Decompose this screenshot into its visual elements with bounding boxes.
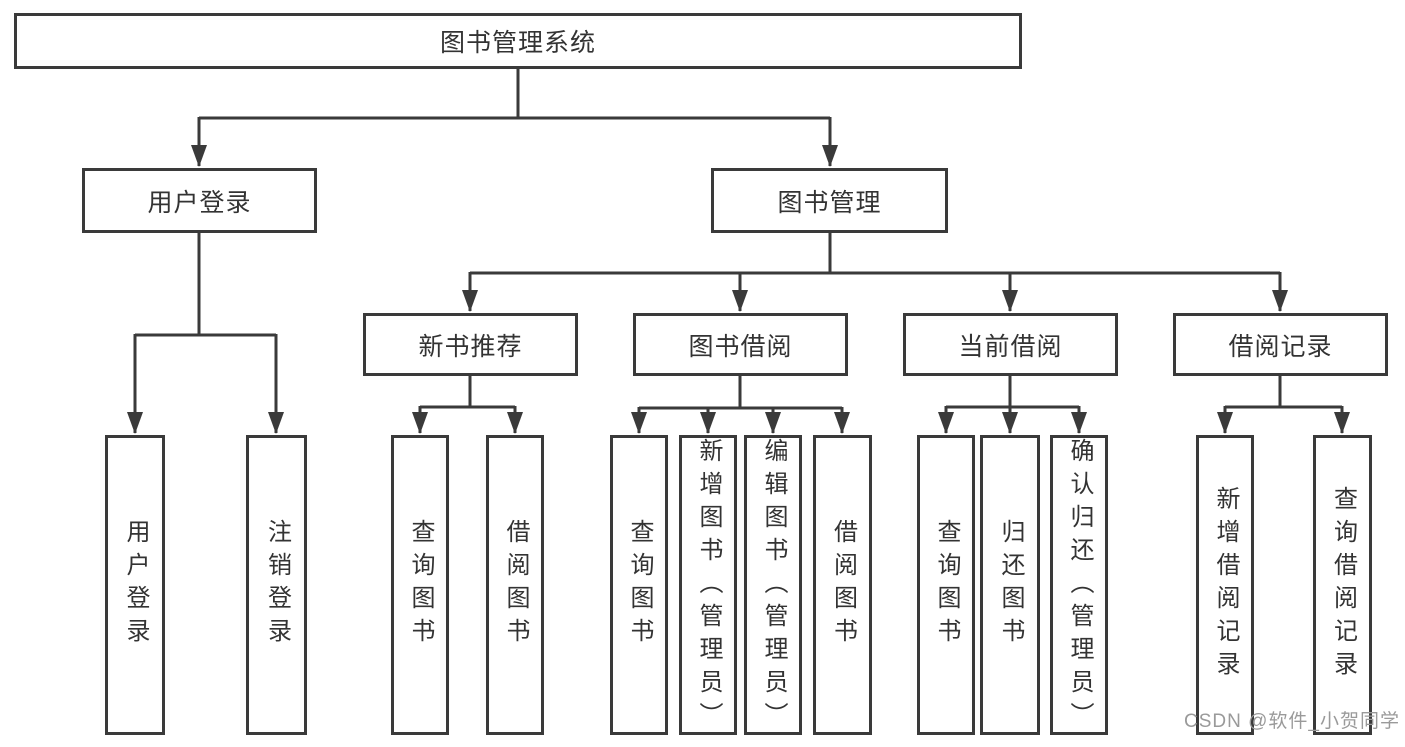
leaf-logout: 注销登录 (246, 435, 307, 735)
node-borrowing-records: 借阅记录 (1173, 313, 1388, 376)
leaf-query-books-recommend: 查询图书 (391, 435, 449, 735)
node-book-borrowing: 图书借阅 (633, 313, 848, 376)
leaf-user-login: 用户登录 (105, 435, 165, 735)
leaf-query-books-borrow: 查询图书 (610, 435, 668, 735)
leaf-add-borrow-record: 新增借阅记录 (1196, 435, 1254, 735)
leaf-add-book-admin: 新增图书（管理员） (679, 435, 737, 735)
leaf-borrow-books: 借阅图书 (813, 435, 872, 735)
node-current-borrowing: 当前借阅 (903, 313, 1118, 376)
node-user-login: 用户登录 (82, 168, 317, 233)
leaf-query-borrow-record: 查询借阅记录 (1313, 435, 1372, 735)
node-library-management-system: 图书管理系统 (14, 13, 1022, 69)
csdn-watermark: CSDN @软件_小贺同学 (1184, 711, 1400, 732)
leaf-return-book: 归还图书 (980, 435, 1040, 735)
leaf-edit-book-admin: 编辑图书（管理员） (744, 435, 802, 735)
leaf-query-books-current: 查询图书 (917, 435, 975, 735)
node-new-book-recommendation: 新书推荐 (363, 313, 578, 376)
leaf-borrow-books-recommend: 借阅图书 (486, 435, 544, 735)
node-book-management: 图书管理 (711, 168, 948, 233)
leaf-confirm-return-admin: 确认归还（管理员） (1050, 435, 1108, 735)
